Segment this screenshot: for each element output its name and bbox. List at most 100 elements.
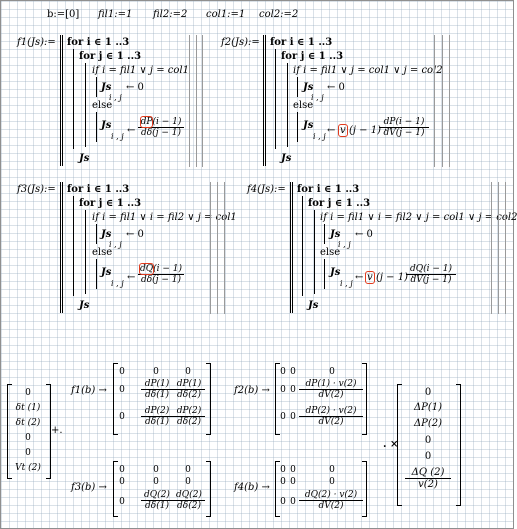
eval-f3[interactable]: f3(b) → [71,482,107,493]
f2-right-bar-3 [449,35,450,167]
m1-a: dP(1)dδ(1) [141,379,173,400]
f4-js1: Js [330,267,341,278]
f1-right-bar-2 [196,35,197,167]
f4-num: dQ(i − 1) [406,264,456,275]
sv-4: 0 [25,448,31,458]
f2-js1: Js [303,120,314,131]
m4-z2: 0 [329,465,335,475]
f3-bar-i [73,196,74,296]
m3-z4: 0 [153,477,159,487]
m1-z01: 0 [153,367,159,377]
f4-return: Js [308,300,319,311]
f1-num-d[interactable]: dP [139,116,154,128]
f2-return: Js [281,153,292,164]
matrix-f3[interactable] [113,461,211,517]
matrix-f2[interactable] [275,363,367,435]
f2-fraction[interactable]: dP(i − 1) dV(j − 1) [379,117,429,138]
f2-for-i: for i ∈ 1 ..3 [270,37,333,48]
m3-z3: 0 [119,477,125,487]
f1-fraction[interactable]: dP(i − 1) dδ(j − 1) [138,116,184,138]
m2-z1: 0 [290,367,296,377]
m4-z5: 0 [329,477,335,487]
def-fil2[interactable]: fil2:=2 [153,9,188,20]
f3-den: dδ(j − 1) [141,275,181,285]
f4-js0-sub: i , j [338,240,351,249]
def-col2[interactable]: col2:=2 [259,9,299,20]
def-col1[interactable]: col1:=1 [206,9,246,20]
m4-z3: 0 [280,477,286,487]
m1-e: dP(2)dδ(2) [173,406,205,427]
f1-bar-i [73,49,74,149]
m3-z6: 0 [119,497,125,507]
f3-fraction[interactable]: dQ(i − 1) dδ(j − 1) [138,263,184,285]
m4-z4: 0 [290,477,296,487]
f4-bar-i [302,196,303,296]
matrix-f4[interactable] [275,461,367,517]
f1-assign0: ← 0 [126,82,144,93]
f1-if: if i = fil1 ∨ j = col1 [92,65,189,76]
eval-f1[interactable]: f1(b) → [71,385,107,396]
rhs-2: ΔP(2) [413,418,443,429]
sv-2: δt (2) [15,418,41,428]
f4-bar-j [314,210,315,294]
m2-a: dP(1) · v(2)dV(2) [299,379,363,400]
f4-header: f4(Js):= [247,184,286,195]
f4-right-bar-2 [498,182,499,314]
m3-z2: 0 [185,465,191,475]
m2-z4: 0 [290,385,296,395]
f4-arrow: ← [355,272,364,283]
f1-bar-else [96,112,97,142]
rhs-3: 0 [424,435,432,446]
m2-z2: 0 [329,367,335,377]
f4-v[interactable]: v [365,271,375,284]
eval-f4[interactable]: f4(b) → [234,482,270,493]
f1-right-bar-1 [189,35,190,167]
eval-f2[interactable]: f2(b) → [234,385,270,396]
f2-v[interactable]: v [338,124,348,137]
def-b[interactable]: b:=[0] [47,9,80,20]
f4-bar-if [324,224,325,244]
state-vector[interactable] [7,384,51,479]
m4-z0: 0 [280,465,286,475]
f4-js0: Js [330,229,341,240]
rhs-0: 0 [424,387,432,398]
rhs-vector[interactable] [397,384,461,506]
f2-if: if i = fil1 ∨ j = col1 ∨ j = col2 [293,65,443,76]
def-fil1[interactable]: fil1:=1 [98,9,133,20]
f4-fraction[interactable]: dQ(i − 1) dV(j − 1) [406,264,456,285]
f4-else: else [320,247,341,258]
f2-else: else [293,100,314,111]
f3-bar-j [85,210,86,294]
f4-v-arg: (j − 1) · [376,272,415,283]
f4-assign0: ← 0 [355,229,373,240]
m3-z5: 0 [185,477,191,487]
f2-assign0: ← 0 [327,82,345,93]
times-dot: . × [383,439,399,450]
f3-js1: Js [101,267,112,278]
f4-js1-sub: i , j [340,279,353,288]
f1-js1-sub: i , j [111,132,124,141]
f4-bar [290,182,293,313]
m4-z6: 0 [280,497,286,507]
f2-js1-sub: i , j [313,132,326,141]
f3-right-bar-2 [217,182,218,314]
f3-else: else [92,247,113,258]
rhs-4: 0 [424,451,432,462]
matrix-f1[interactable] [113,363,211,435]
f3-js0: Js [101,229,112,240]
f2-bar-else [297,112,298,142]
f4-bar-else [324,259,325,289]
f3-num-d[interactable]: dQ [138,263,155,275]
m4-z1: 0 [290,465,296,475]
m4-a: dQ(2) · v(2)dV(2) [299,490,363,511]
m4-z7: 0 [290,497,296,507]
f2-header: f2(Js):= [221,37,260,48]
f1-right-bar-3 [202,35,203,167]
f3-js1-sub: i , j [111,279,124,288]
f1-js1: Js [101,120,112,131]
f3-bar [60,182,63,313]
f4-right-bar-3 [505,182,506,314]
m1-b: dP(1)dδ(2) [173,379,205,400]
f1-js0: Js [101,82,112,93]
